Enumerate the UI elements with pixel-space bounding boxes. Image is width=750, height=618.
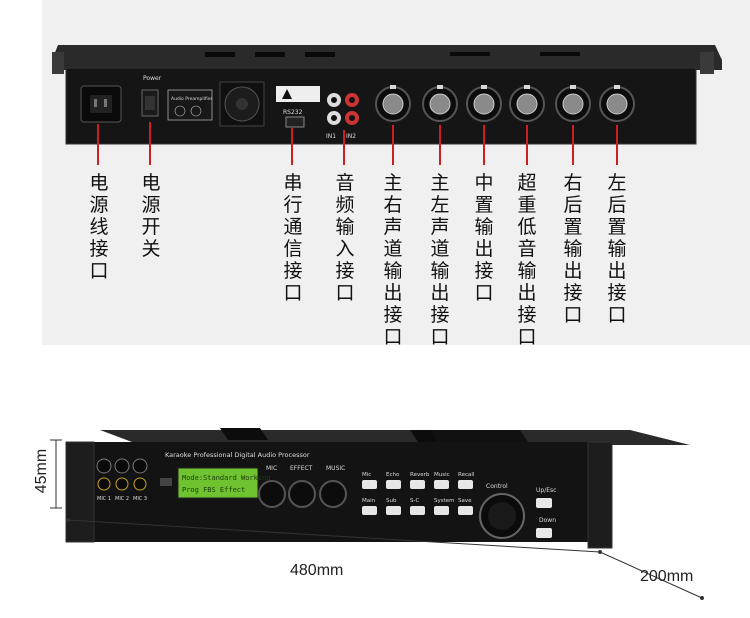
front-button-label: Music xyxy=(434,472,450,478)
front-button xyxy=(458,480,473,489)
front-button-label: Recall xyxy=(458,472,475,478)
front-button xyxy=(362,480,377,489)
callout-label-rear-right-out: 右后置输出接口 xyxy=(563,172,583,326)
nav-buttons: Up/Esc Down xyxy=(536,487,556,538)
front-button xyxy=(458,506,473,515)
front-button-label: Main xyxy=(362,498,376,504)
cooling-fan xyxy=(219,81,265,127)
power-text: Power xyxy=(143,75,162,82)
callout-lines xyxy=(97,122,618,165)
xlr-latch xyxy=(570,85,576,89)
callout-label-rear-left-out: 左后置输出接口 xyxy=(607,172,627,326)
front-button xyxy=(434,506,449,515)
xlr-connector-insert xyxy=(382,93,404,115)
mic1-label: MIC 1 xyxy=(97,496,111,502)
power-switch: Power xyxy=(141,75,162,117)
xlr-connector-insert xyxy=(429,93,451,115)
front-button xyxy=(386,480,401,489)
rs232-text: RS232 xyxy=(283,109,303,116)
front-button-label: Echo xyxy=(386,472,400,478)
xlr-latch xyxy=(437,85,443,89)
knob-mic-label: MIC xyxy=(266,465,277,472)
front-button-label: S-C xyxy=(410,498,419,504)
xlr-latch xyxy=(390,85,396,89)
warning-label xyxy=(276,86,320,102)
depth-dimension: 200mm xyxy=(640,568,694,585)
front-button xyxy=(410,506,425,515)
xlr-latch xyxy=(481,85,487,89)
xlr-connector-insert xyxy=(606,93,628,115)
xlr-connector-insert xyxy=(473,93,495,115)
callout-label-power-socket: 电源线接口 xyxy=(89,172,109,282)
mic3-label: MIC 3 xyxy=(133,496,147,502)
front-button xyxy=(410,480,425,489)
xlr-latch xyxy=(524,85,530,89)
xlr-latch xyxy=(614,85,620,89)
audio-input-jacks: IN1 IN2 xyxy=(326,93,359,140)
knob-effect-label: EFFECT xyxy=(290,465,313,472)
xlr-outputs xyxy=(375,85,635,122)
front-button-label: Mic xyxy=(362,472,371,478)
mic-jacks: MIC 1 MIC 2 MIC 3 xyxy=(96,458,148,502)
up-esc-label: Up/Esc xyxy=(536,487,556,494)
front-button-label: Reverb xyxy=(410,472,430,478)
callout-label-audio-input: 音频输入接口 xyxy=(335,172,355,304)
height-dimension: 45mm xyxy=(33,448,50,494)
xlr-connector-insert xyxy=(516,93,538,115)
control-dial: Control xyxy=(479,483,525,539)
serial-port: RS232 xyxy=(283,109,305,128)
front-button-label: System xyxy=(434,498,455,504)
front-chassis xyxy=(65,428,690,549)
control-label: Control xyxy=(486,483,508,490)
front-button-label: Save xyxy=(458,498,472,504)
width-dimension: 480mm xyxy=(290,562,344,579)
lcd-line-1: Mode:Standard Working xyxy=(182,474,271,482)
callout-label-main-left-out: 主左声道输出接口 xyxy=(430,172,450,348)
callout-label-center-out: 中置输出接口 xyxy=(474,172,494,304)
dimension-lines xyxy=(50,439,704,600)
volume-knobs: MIC EFFECT MUSIC xyxy=(258,465,347,508)
in2-text: IN2 xyxy=(346,133,356,140)
front-button xyxy=(386,506,401,515)
front-button xyxy=(434,480,449,489)
brand-text: Karaoke Professional Digital Audio Proce… xyxy=(165,451,310,459)
callout-label-serial-port: 串行通信接口 xyxy=(283,172,303,304)
xlr-connector-insert xyxy=(562,93,584,115)
callout-label-subwoofer-out: 超重低音输出接口 xyxy=(517,172,537,348)
model-plate: Audio Preamplifier xyxy=(167,89,212,121)
small-button xyxy=(160,478,172,486)
model-plate-text: Audio Preamplifier xyxy=(171,96,212,102)
down-label: Down xyxy=(539,517,556,524)
knob-music-label: MUSIC xyxy=(326,465,345,472)
callout-label-power-switch: 电源开关 xyxy=(141,172,161,260)
power-socket xyxy=(80,85,122,123)
in1-text: IN1 xyxy=(326,133,336,140)
callout-label-main-right-out: 主右声道输出接口 xyxy=(383,172,403,348)
lcd-display: Mode:Standard Working Prog FBS Effect xyxy=(177,467,271,499)
front-button-label: Sub xyxy=(386,498,397,504)
front-button xyxy=(362,506,377,515)
lcd-line-2: Prog FBS Effect xyxy=(182,486,245,494)
mic2-label: MIC 2 xyxy=(115,496,129,502)
